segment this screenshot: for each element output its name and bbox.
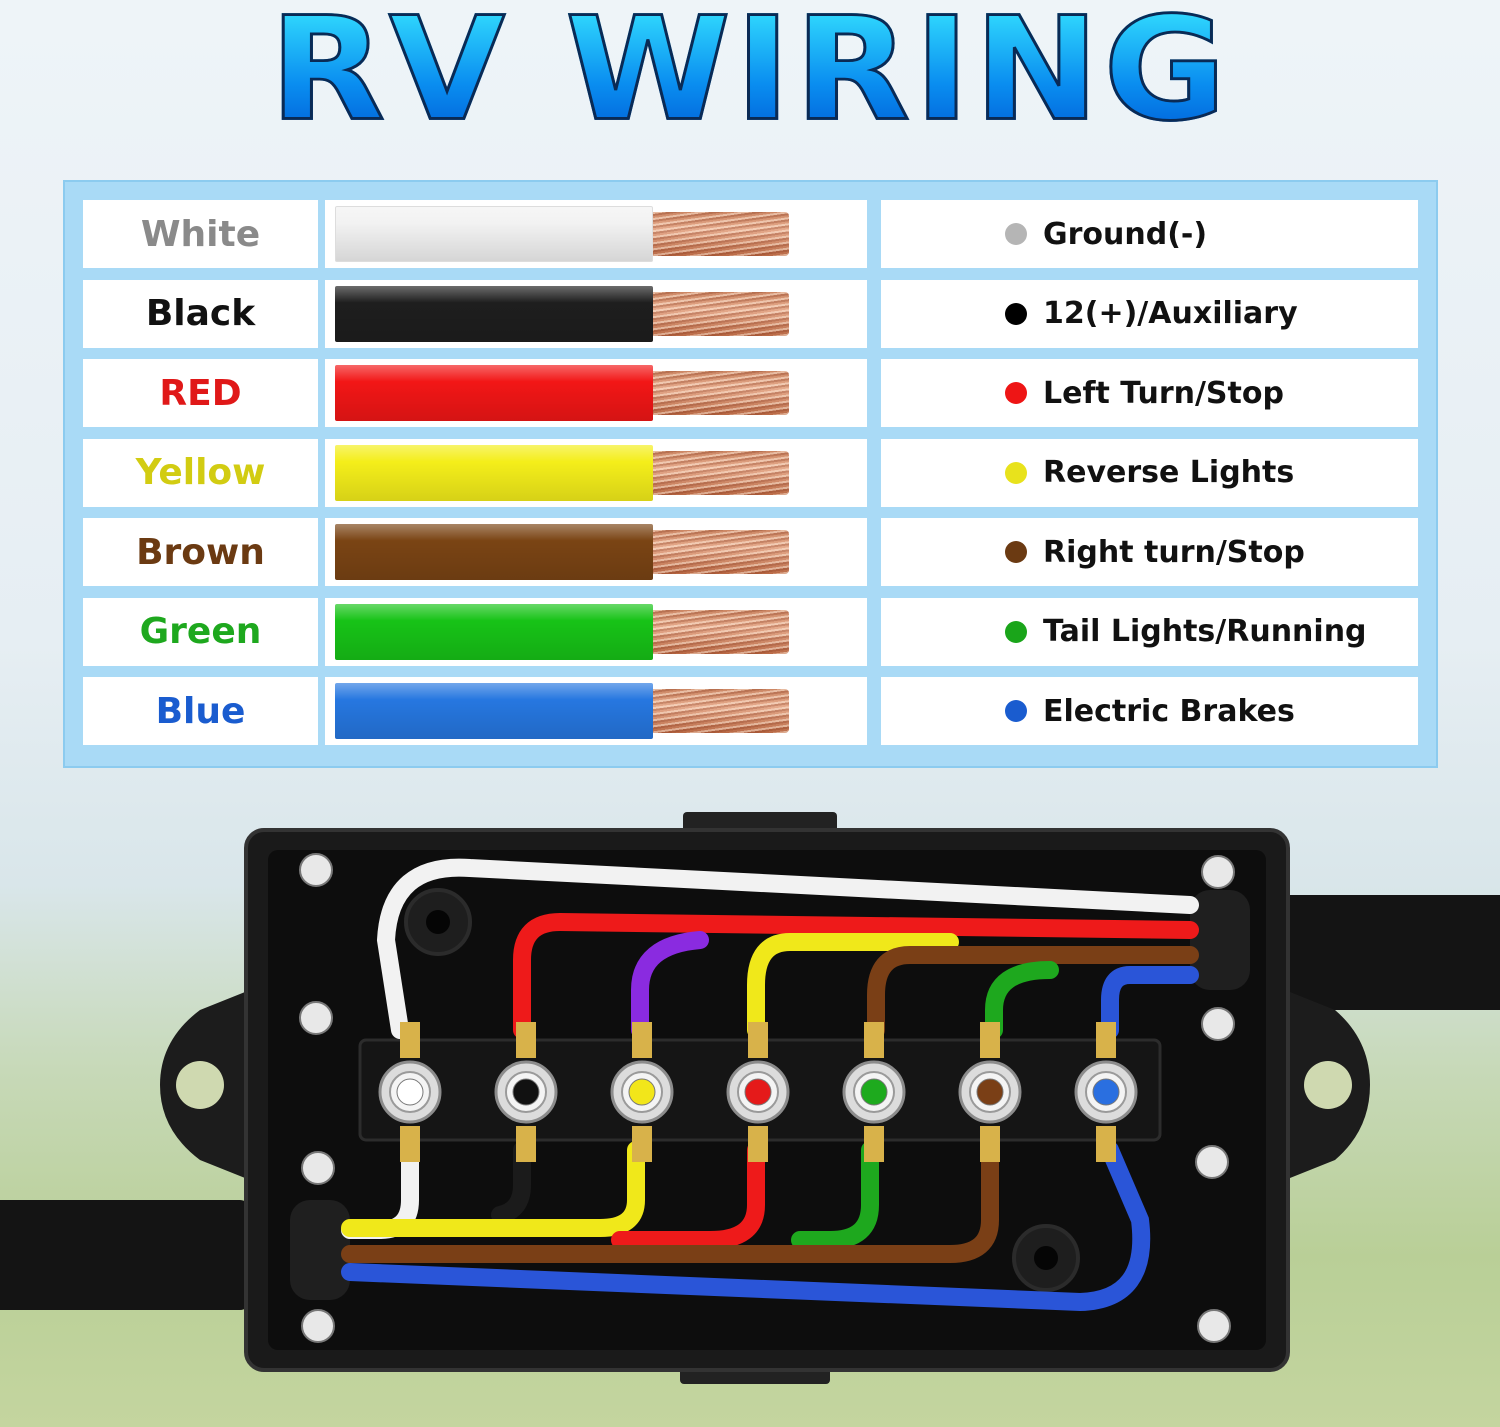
terminal-strip (358, 1038, 1162, 1142)
lid-clip-top (683, 812, 837, 864)
wire-color-label: RED (83, 359, 318, 427)
copper-strands (653, 609, 789, 654)
wire-function-label: Reverse Lights (881, 438, 1418, 507)
wire-blue-top (1101, 966, 1199, 1039)
function-text: Ground(-) (1043, 216, 1208, 252)
grommet-right (1190, 890, 1250, 990)
color-dot-icon (1005, 461, 1027, 484)
wire-sample-cell (325, 200, 867, 268)
terminal-post (1074, 1022, 1138, 1162)
mount-hole-right (1304, 1061, 1352, 1109)
wire-insulation (335, 206, 653, 262)
terminal-post (610, 1022, 674, 1162)
color-dot-icon (1005, 382, 1027, 404)
wire-sample-cell (325, 518, 867, 586)
wire-insulation (335, 683, 653, 739)
wire-function-label: Tail Lights/Running (881, 597, 1418, 666)
wire-blue-bottom (341, 1141, 1151, 1312)
terminal-post (842, 1022, 906, 1162)
copper-strands (653, 212, 789, 256)
cable-left (0, 1200, 250, 1310)
inner-post (404, 888, 472, 956)
cable-right (1270, 895, 1500, 1010)
function-text: Electric Brakes (1043, 693, 1295, 729)
copper-strands (653, 371, 789, 415)
color-dot-icon (1005, 620, 1027, 643)
screw-icon (299, 853, 1235, 1343)
copper-strands (653, 291, 789, 336)
function-text: Tail Lights/Running (1043, 614, 1367, 649)
inner-post (1012, 1224, 1080, 1292)
wire-red-top (513, 912, 1199, 1039)
wire-color-label: Yellow (83, 438, 318, 507)
wire-color-label: Green (83, 597, 318, 666)
wire-brown-top (867, 946, 1199, 1039)
wire-insulation (335, 365, 653, 421)
wire-green-top (985, 961, 1059, 1039)
copper-strands (653, 530, 789, 574)
wire-yellow-bottom (341, 1141, 645, 1237)
wire-black-bottom (491, 1141, 531, 1224)
wire-sample-cell (325, 677, 867, 745)
terminal-post (726, 1022, 790, 1162)
terminal-post (494, 1022, 558, 1162)
color-dot-icon (1005, 302, 1027, 325)
wire-white (341, 858, 1199, 1239)
wire-purple (631, 931, 709, 1039)
color-dot-icon (1005, 223, 1027, 245)
wire-green-bottom (791, 1141, 879, 1249)
function-text: 12(+)/Auxiliary (1043, 296, 1298, 331)
wire-insulation (335, 285, 653, 342)
function-text: Reverse Lights (1043, 455, 1295, 490)
function-text: Right turn/Stop (1043, 534, 1305, 570)
wire-brown-bottom (341, 1141, 999, 1263)
color-dot-icon (1005, 700, 1027, 722)
wire-sample-cell (325, 597, 867, 666)
grommet-left (290, 1200, 350, 1300)
wire-sample-cell (325, 279, 867, 348)
wire-insulation (335, 444, 653, 501)
wire-insulation (335, 603, 653, 660)
lid-clip-bottom (680, 1322, 830, 1384)
wire-sample-cell (325, 359, 867, 427)
mount-tab-left (160, 990, 250, 1180)
wire-red-bottom (611, 1141, 765, 1249)
wire-sample-cell (325, 438, 867, 507)
wire-yellow-top (747, 933, 959, 1039)
color-dot-icon (1005, 541, 1027, 563)
copper-strands (653, 689, 789, 733)
wire-color-label: Black (83, 279, 318, 348)
wire-insulation (335, 524, 653, 580)
mount-tab-right (1285, 990, 1370, 1180)
wire-color-label: White (83, 200, 318, 268)
wire-color-label: Brown (83, 518, 318, 586)
copper-strands (653, 450, 789, 495)
wire-function-label: 12(+)/Auxiliary (881, 279, 1418, 348)
wire-function-label: Ground(-) (881, 200, 1418, 268)
wire-function-label: Left Turn/Stop (881, 359, 1418, 427)
page-title: RV WIRING (0, 0, 1500, 143)
wire-function-label: Right turn/Stop (881, 518, 1418, 586)
junction-box (244, 828, 1290, 1372)
wire-function-label: Electric Brakes (881, 677, 1418, 745)
terminal-post (958, 1022, 1022, 1162)
mount-hole-left (176, 1061, 224, 1109)
wire-color-label: Blue (83, 677, 318, 745)
terminal-post (378, 1022, 442, 1162)
function-text: Left Turn/Stop (1043, 375, 1284, 411)
